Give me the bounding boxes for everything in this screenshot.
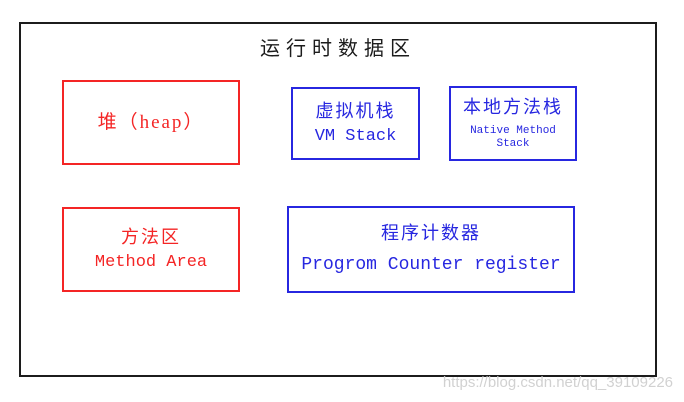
- native-method-stack-label-cn: 本地方法栈: [463, 96, 563, 117]
- program-counter-label-cn: 程序计数器: [381, 223, 481, 244]
- runtime-data-area-frame: 运行时数据区 堆（heap） 虚拟机栈 VM Stack 本地方法栈 Nativ…: [19, 22, 657, 377]
- program-counter-label-en: Progrom Counter register: [301, 254, 561, 275]
- csdn-watermark: https://blog.csdn.net/qq_39109226: [442, 374, 673, 391]
- method-area-box: 方法区 Method Area: [62, 207, 240, 292]
- heap-label: 堆（heap）: [97, 111, 205, 133]
- native-method-stack-label-en: Native Method Stack: [470, 125, 556, 151]
- program-counter-box: 程序计数器 Progrom Counter register: [287, 206, 575, 293]
- native-method-stack-box: 本地方法栈 Native Method Stack: [449, 86, 577, 161]
- diagram-title: 运行时数据区: [260, 38, 416, 60]
- method-area-label-cn: 方法区: [121, 227, 181, 248]
- method-area-label-en: Method Area: [94, 252, 208, 272]
- heap-box: 堆（heap）: [62, 80, 240, 165]
- vm-stack-label-cn: 虚拟机栈: [315, 100, 396, 121]
- vm-stack-label-en: VM Stack: [314, 127, 397, 147]
- vm-stack-box: 虚拟机栈 VM Stack: [291, 87, 420, 160]
